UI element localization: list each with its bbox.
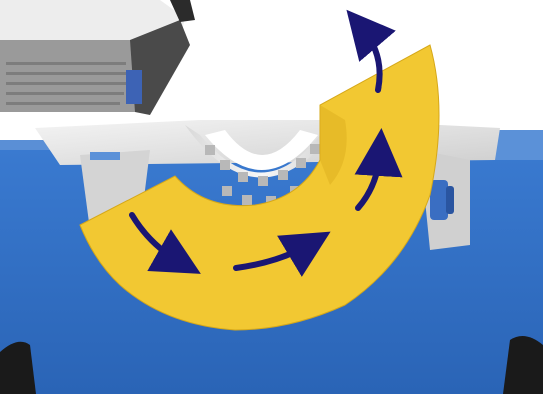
machine-illustration bbox=[0, 0, 543, 394]
machine-render bbox=[0, 0, 543, 394]
